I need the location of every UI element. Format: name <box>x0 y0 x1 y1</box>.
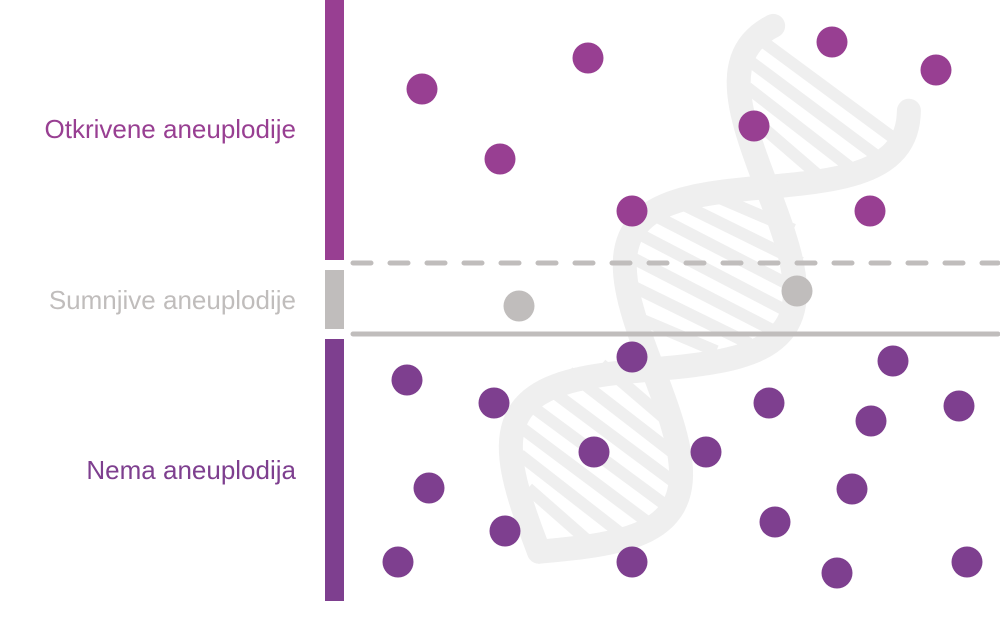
detected-dot <box>920 54 952 86</box>
helix-rung <box>622 248 779 338</box>
label-detected: Otkrivene aneuplodije <box>44 114 297 144</box>
none-dot <box>616 546 648 578</box>
helix-rung <box>539 379 684 492</box>
none-dot <box>413 472 445 504</box>
none-dot <box>821 557 853 589</box>
detected-dot <box>406 73 438 105</box>
helix-rung <box>751 31 904 148</box>
none-dot <box>382 546 414 578</box>
none-dot <box>478 387 510 419</box>
detected-dot <box>572 42 604 74</box>
label-suspicious: Sumnjive aneuplodije <box>48 285 296 315</box>
suspicious-dot <box>503 290 535 322</box>
suspicious-bar <box>325 270 344 329</box>
none-dot <box>759 506 791 538</box>
helix-rung <box>630 225 797 320</box>
helix-strand <box>526 98 921 564</box>
detected-dot <box>854 195 886 227</box>
none-dot <box>616 341 648 373</box>
none-dot <box>753 387 785 419</box>
label-none: Nema aneuplodija <box>86 455 296 485</box>
detected-bar <box>325 0 344 260</box>
none-dot <box>690 436 722 468</box>
suspicious-dot <box>781 275 813 307</box>
helix-rung <box>515 421 658 532</box>
none-dot <box>855 405 887 437</box>
none-dot <box>578 436 610 468</box>
detected-dot <box>616 195 648 227</box>
detected-dot <box>484 143 516 175</box>
none-dot <box>943 390 975 422</box>
helix-rung <box>647 208 805 297</box>
none-dot <box>391 364 423 396</box>
dna-helix-icon <box>498 13 921 564</box>
none-bar <box>325 339 344 601</box>
helix-rung <box>516 450 631 543</box>
none-dot <box>836 473 868 505</box>
helix-rung <box>743 82 861 178</box>
none-dot <box>951 546 983 578</box>
none-dot <box>489 515 521 547</box>
detected-dot <box>816 26 848 58</box>
none-dot <box>877 345 909 377</box>
detected-dot <box>738 110 770 142</box>
helix-rung <box>743 54 887 166</box>
